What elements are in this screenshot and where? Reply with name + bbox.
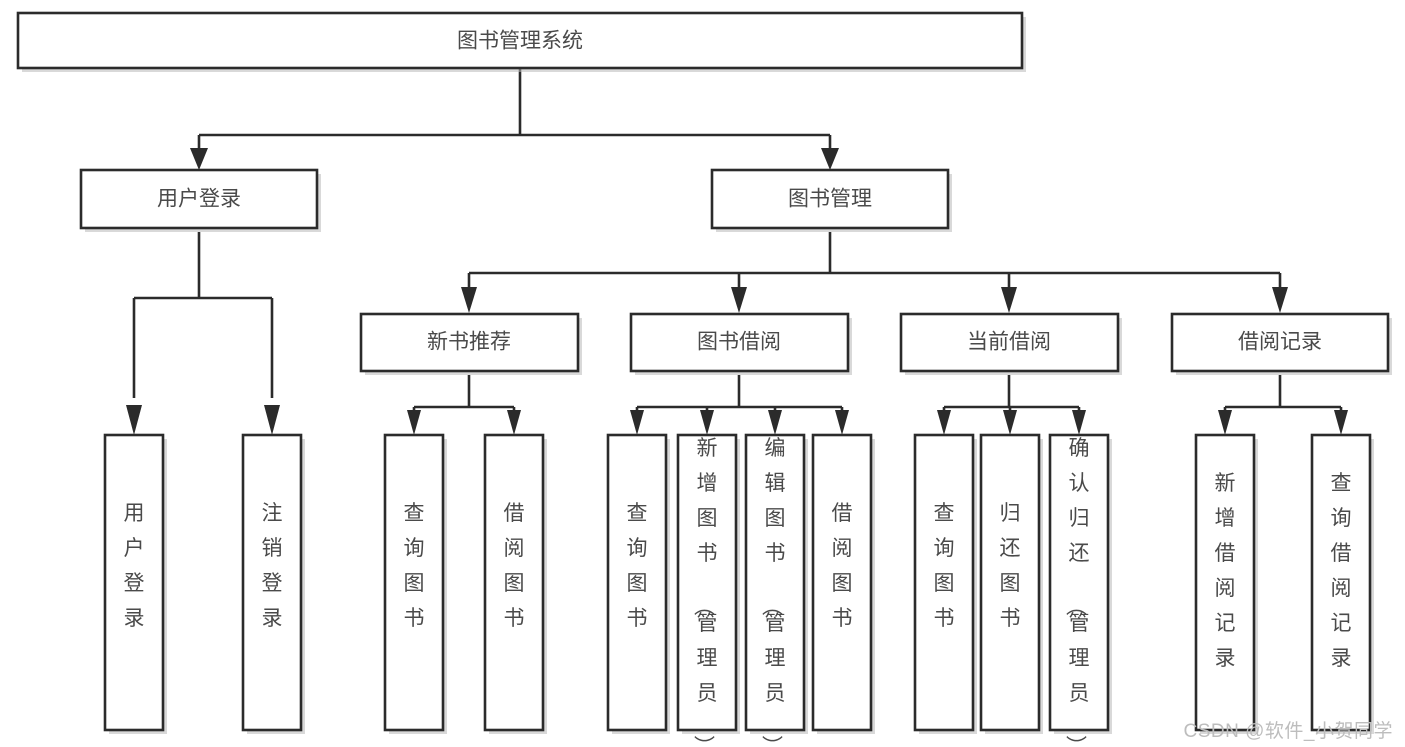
leaf-label: 用户登录	[124, 502, 145, 630]
connector-layer	[126, 68, 1348, 435]
leaf-user-login-logout[interactable]: 注销登录	[241, 433, 305, 734]
leaf-label: 新增借阅记录	[1215, 472, 1236, 670]
arrow-book-mgmt-to-record	[1272, 287, 1288, 313]
leaf-box[interactable]	[241, 433, 303, 732]
arrow-user-login-leaf-1	[126, 405, 142, 435]
arrow-current-leaf-1	[937, 410, 951, 435]
arrow-book-mgmt-to-borrow	[731, 287, 747, 313]
leaf-borrow-borrow-book[interactable]: 借阅图书	[811, 433, 875, 734]
leaf-label: 借阅图书	[504, 502, 525, 630]
leaf-borrow-query-book[interactable]: 查询图书	[606, 433, 670, 734]
node-book-borrow[interactable]: 图书借阅	[629, 312, 852, 375]
node-root-box[interactable]	[16, 11, 1024, 70]
arrow-current-leaf-3	[1072, 410, 1086, 435]
leaf-label: 借阅图书	[832, 502, 853, 630]
leaf-box[interactable]	[483, 433, 545, 732]
arrow-new-book-leaf-1	[407, 410, 421, 435]
leaf-box[interactable]	[1194, 433, 1256, 732]
node-new-book-recommend-label: 新书推荐	[427, 331, 511, 354]
arrow-borrow-leaf-2	[700, 410, 714, 435]
node-borrow-record[interactable]: 借阅记录	[1170, 312, 1392, 375]
node-current-borrow-label: 当前借阅	[967, 331, 1051, 354]
arrow-root-to-book-mgmt	[821, 148, 839, 170]
arrow-borrow-leaf-3	[768, 410, 782, 435]
leaf-box[interactable]	[1048, 433, 1110, 732]
node-user-login[interactable]: 用户登录	[79, 168, 321, 232]
leaf-label: 查询图书	[627, 502, 648, 630]
leaf-borrow-add-book[interactable]: 新增图书（管理员）	[676, 433, 740, 747]
leaf-box[interactable]	[979, 433, 1041, 732]
leaf-new-book-borrow[interactable]: 借阅图书	[483, 433, 547, 734]
arrow-root-to-user-login	[190, 148, 208, 170]
arrow-book-mgmt-to-current	[1001, 287, 1017, 313]
leaf-user-login-login[interactable]: 用户登录	[103, 433, 167, 734]
leaf-box[interactable]	[913, 433, 975, 732]
leaf-box[interactable]	[744, 433, 806, 732]
leaf-label: 查询借阅记录	[1331, 472, 1352, 670]
node-current-borrow-box[interactable]	[899, 312, 1120, 373]
leaf-label: 编辑图书（管理员）	[760, 437, 786, 747]
node-new-book-recommend-box[interactable]	[359, 312, 580, 373]
arrow-record-leaf-2	[1334, 410, 1348, 435]
node-user-login-box[interactable]	[79, 168, 319, 230]
arrow-record-leaf-1	[1218, 410, 1232, 435]
node-root-label: 图书管理系统	[457, 30, 583, 53]
arrow-user-login-leaf-2	[264, 405, 280, 435]
leaf-box[interactable]	[676, 433, 738, 732]
leaf-box[interactable]	[811, 433, 873, 732]
leaf-box[interactable]	[383, 433, 445, 732]
node-new-book-recommend[interactable]: 新书推荐	[359, 312, 582, 375]
leaf-current-confirm-return[interactable]: 确认归还（管理员）	[1048, 433, 1112, 747]
node-book-borrow-box[interactable]	[629, 312, 850, 373]
node-current-borrow[interactable]: 当前借阅	[899, 312, 1122, 375]
leaf-box[interactable]	[606, 433, 668, 732]
leaf-label: 新增图书（管理员）	[692, 437, 718, 747]
leaf-label: 注销登录	[262, 502, 283, 630]
leaf-new-book-query[interactable]: 查询图书	[383, 433, 447, 734]
node-book-management[interactable]: 图书管理	[710, 168, 952, 232]
arrow-current-leaf-2	[1003, 410, 1017, 435]
leaf-current-query-book[interactable]: 查询图书	[913, 433, 977, 734]
node-book-borrow-label: 图书借阅	[697, 331, 781, 354]
leaf-borrow-edit-book[interactable]: 编辑图书（管理员）	[744, 433, 808, 747]
node-book-management-box[interactable]	[710, 168, 950, 230]
leaf-label: 查询图书	[404, 502, 425, 630]
arrow-new-book-leaf-2	[507, 410, 521, 435]
leaf-current-return-book[interactable]: 归还图书	[979, 433, 1043, 734]
leaf-label: 归还图书	[1000, 502, 1021, 630]
node-user-login-label: 用户登录	[157, 188, 241, 211]
arrow-book-mgmt-to-new-book	[461, 287, 477, 313]
arrow-borrow-leaf-4	[835, 410, 849, 435]
leaf-record-query[interactable]: 查询借阅记录	[1310, 433, 1374, 734]
node-root[interactable]: 图书管理系统	[16, 11, 1026, 72]
node-borrow-record-box[interactable]	[1170, 312, 1390, 373]
leaf-box[interactable]	[1310, 433, 1372, 732]
leaf-label: 查询图书	[934, 502, 955, 630]
leaf-record-add[interactable]: 新增借阅记录	[1194, 433, 1258, 734]
arrow-borrow-leaf-1	[630, 410, 644, 435]
leaf-box[interactable]	[103, 433, 165, 732]
node-borrow-record-label: 借阅记录	[1238, 331, 1322, 354]
node-book-management-label: 图书管理	[788, 188, 872, 211]
leaf-label: 确认归还（管理员）	[1064, 437, 1090, 747]
